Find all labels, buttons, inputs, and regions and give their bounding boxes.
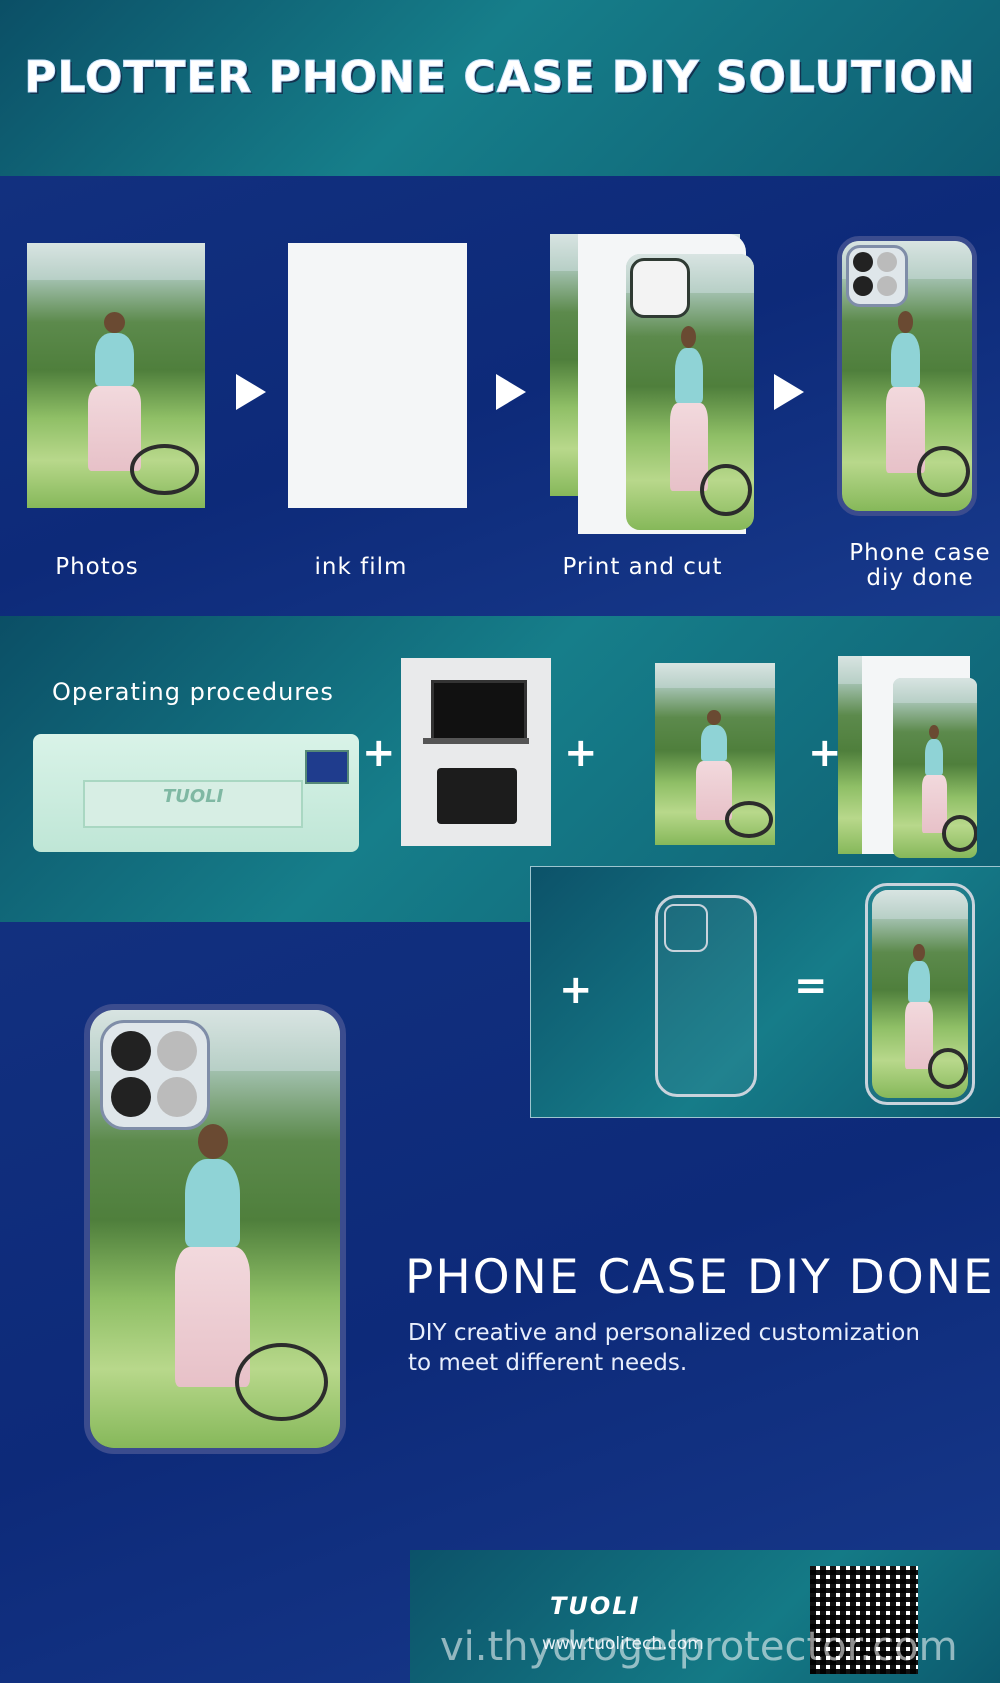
plotter-brand: TUOLI: [163, 786, 224, 807]
photo-image: [655, 663, 775, 845]
step-label-photos: Photos: [55, 554, 139, 580]
step-label-print-cut: Print and cut: [562, 554, 723, 580]
steps-band: Photos ink film Print and cut Phone case…: [0, 176, 1000, 616]
arrow-icon: [774, 374, 804, 410]
qr-code-image: [810, 1566, 918, 1674]
big-phone-image: [84, 1004, 346, 1454]
plotter-screen: [305, 750, 349, 784]
plus-sign: +: [362, 730, 396, 776]
step-label-ink-film: ink film: [314, 554, 408, 580]
plotter-machine-image: TUOLI: [33, 734, 359, 852]
footer-panel: TUOLI www.tuolitech.com: [410, 1550, 1000, 1683]
procedures-band: Operating procedures TUOLI + + +: [0, 616, 1000, 922]
done-description-line1: DIY creative and personalized customizat…: [408, 1320, 920, 1346]
cut-phone-skin-image: [893, 678, 977, 858]
ink-film-image: [288, 243, 467, 508]
cut-phone-skin-image: [626, 254, 754, 530]
watermark-text: vi.thydrogelprotector.com: [440, 1624, 958, 1670]
page-title: PLOTTER PHONE CASE DIY SOLUTION: [24, 52, 976, 104]
equals-sign: =: [794, 963, 828, 1009]
done-description-line2: to meet different needs.: [408, 1350, 688, 1376]
footer-url[interactable]: www.tuolitech.com: [542, 1634, 704, 1654]
step-label-phone-case: Phone case diy done: [849, 540, 991, 591]
arrow-icon: [496, 374, 526, 410]
plus-sign: +: [559, 967, 593, 1013]
arrow-icon: [236, 374, 266, 410]
procedures-heading: Operating procedures: [52, 678, 334, 706]
plus-sign: +: [808, 730, 842, 776]
finished-phone-image: [837, 236, 977, 516]
footer-logo: TUOLI: [550, 1592, 641, 1620]
finished-case-image: [865, 883, 975, 1105]
plus-sign: +: [564, 730, 598, 776]
photo-image: [27, 243, 205, 508]
case-combination-panel: + =: [530, 866, 1000, 1118]
clear-case-image: [655, 895, 757, 1097]
laptop-printer-image: [401, 658, 551, 846]
done-heading: PHONE CASE DIY DONE: [405, 1250, 995, 1305]
title-band: PLOTTER PHONE CASE DIY SOLUTION: [0, 0, 1000, 176]
